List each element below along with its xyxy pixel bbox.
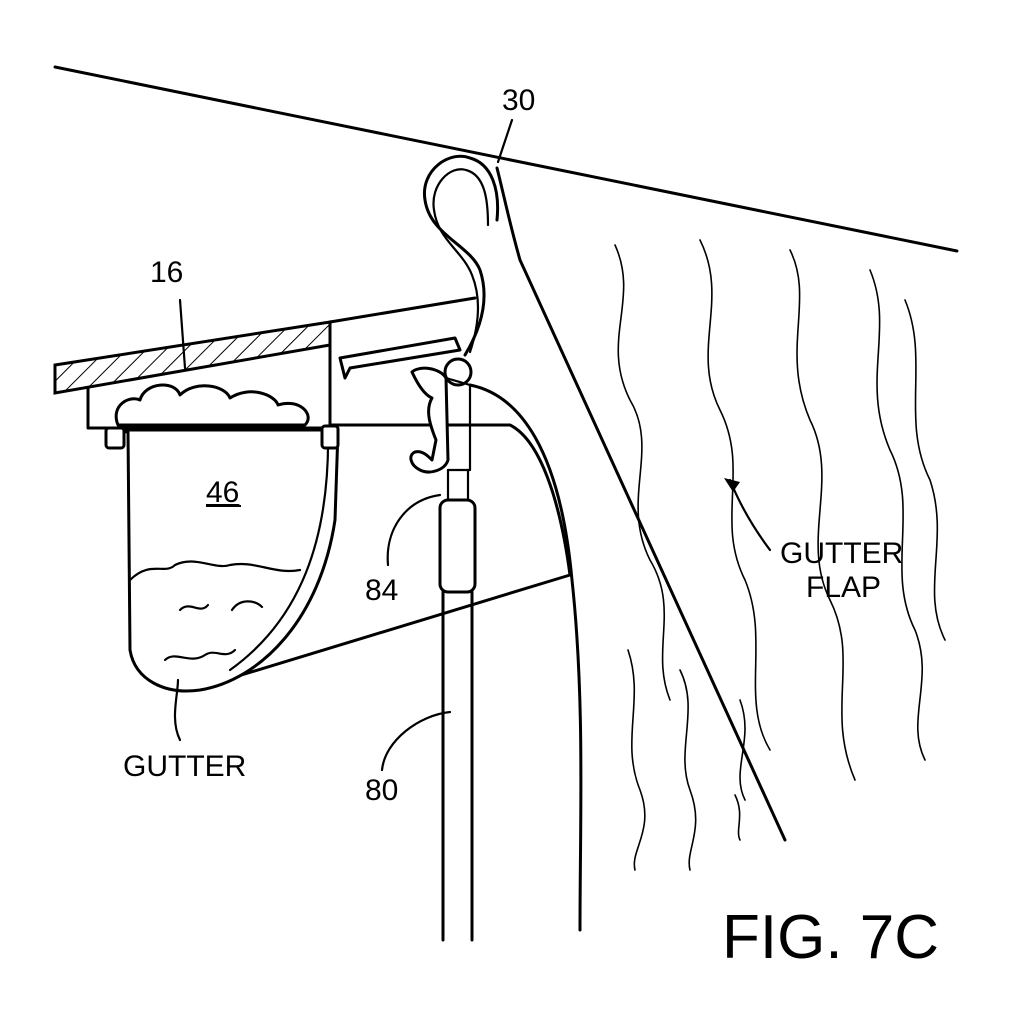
label-gutter: GUTTER [123,750,246,783]
leader-84 [386,493,442,567]
label-flap-line2: FLAP [806,571,881,604]
gutter-hanger [338,336,462,380]
extension-pole [441,590,474,942]
leader-16 [178,298,187,370]
debris-squiggle-2 [230,600,264,612]
label-30: 30 [502,84,535,117]
flap-arrowhead [724,478,740,492]
leader-30 [496,118,514,164]
gutter-debris-top [114,383,310,427]
gutter-debris-line [128,560,302,582]
label-80: 80 [365,774,398,807]
top-hook-inner [432,168,490,354]
label-46: 46 [206,476,239,509]
leader-gutter [173,678,182,742]
top-hook-outer [423,154,500,357]
leader-flap [728,478,772,552]
debris-squiggle-3 [163,648,237,662]
label-flap-line1: GUTTER [780,537,903,570]
label-16: 16 [150,256,183,289]
roof-line [53,65,959,253]
debris-squiggle-1 [178,603,210,612]
gutter-inner-lip [228,428,330,672]
label-84: 84 [365,574,398,607]
gutter-bottom-edge [223,573,572,682]
gutter-flap-edge [495,166,787,842]
gutter-top-edge [328,423,572,577]
figure-title: FIG. 7C [722,903,939,972]
gutter-body [108,428,340,693]
fascia-backboard [86,343,332,430]
leader-80 [380,710,452,772]
gutter-flap-inner [468,383,583,932]
cleaning-tool-head [409,357,477,594]
gutter-front-bead [104,426,126,450]
gutter-back-bead [320,424,340,450]
